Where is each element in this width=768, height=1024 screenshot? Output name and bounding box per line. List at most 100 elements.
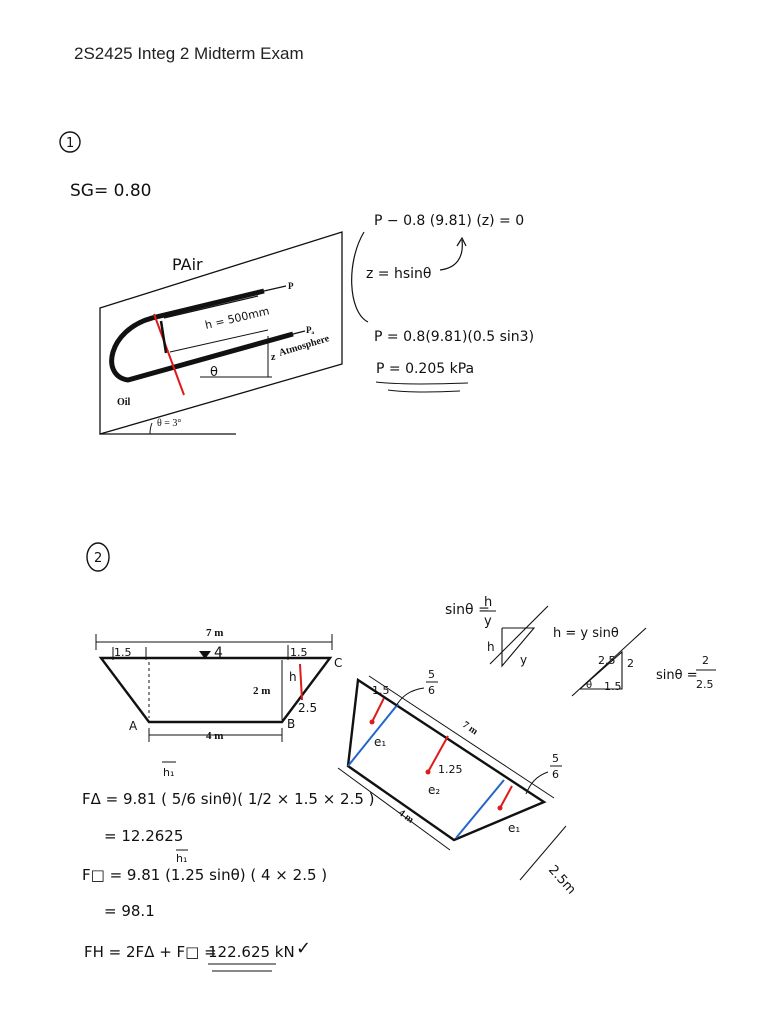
red-h-line bbox=[299, 663, 303, 701]
surface-outline bbox=[346, 677, 547, 842]
red-arrow-2 bbox=[427, 735, 449, 773]
dim-7m-incl: 7 m bbox=[460, 719, 480, 737]
problem2-calculations: h₁ FΔ = 9.81 ( 5/6 sinθ)( 1/2 × 1.5 × 2.… bbox=[82, 761, 375, 972]
ratio-triangle bbox=[579, 650, 623, 690]
incl-1.25: 1.25 bbox=[438, 763, 463, 776]
label-theta-small: θ bbox=[210, 365, 218, 380]
blue-line-right bbox=[455, 779, 505, 839]
page-title: 2S2425 Integ 2 Midterm Exam bbox=[74, 44, 304, 63]
problem2-number-circle bbox=[86, 542, 110, 572]
work-arrow-head bbox=[456, 236, 467, 247]
problem1-number-circle bbox=[59, 131, 81, 153]
ratio-2: 2 bbox=[627, 657, 634, 670]
theta-arc bbox=[149, 422, 153, 435]
label-oil: Oil bbox=[117, 397, 131, 408]
seven-m-dim bbox=[368, 675, 555, 799]
sin-theta-notes: sinθ = h y h y h = y sinθ 2.5 2 1.5 θ si… bbox=[445, 595, 716, 697]
dim-7m: 7 m bbox=[206, 627, 223, 639]
trap-left-1.5: 1.5 bbox=[114, 646, 132, 659]
pa-arrow-line bbox=[292, 330, 306, 335]
ratio-1.5: 1.5 bbox=[604, 680, 622, 693]
red-arrow-3 bbox=[499, 785, 513, 809]
calc-line5: FH = 2FΔ + F□ = bbox=[84, 943, 217, 961]
red-level-line bbox=[153, 313, 185, 396]
check-mark: ✓ bbox=[296, 938, 311, 959]
frac-5b: 5 bbox=[552, 752, 559, 765]
red-arrow-1 bbox=[371, 697, 385, 723]
calc-line3: F□ = 9.81 (1.25 sinθ) ( 4 × 2.5 ) bbox=[82, 866, 327, 884]
incl-e1: e₁ bbox=[374, 735, 386, 749]
p-arrow-line bbox=[263, 285, 287, 292]
work-eq2: z = hsinθ bbox=[366, 266, 431, 282]
work-arrow bbox=[439, 239, 463, 271]
channel-outline bbox=[98, 656, 333, 724]
problem2-number: 2 bbox=[94, 551, 102, 566]
sin-sketch-triangle bbox=[501, 627, 536, 668]
frac-6b: 6 bbox=[552, 768, 559, 781]
answer-underline-2 bbox=[387, 389, 461, 393]
problem1-work: P − 0.8 (9.81) (z) = 0 z = hsinθ P = 0.8… bbox=[351, 213, 534, 393]
inclined-surface: 7 m 4 m 2.5m 1.5 1.25 e₁ e₂ e₁ 5 6 5 6 bbox=[337, 668, 578, 898]
calc-result: 122.625 kN bbox=[208, 943, 295, 961]
calc-line4: = 98.1 bbox=[104, 902, 155, 920]
label-p-air: PAir bbox=[172, 255, 203, 274]
manometer-tube bbox=[109, 288, 294, 383]
ratio-theta: θ bbox=[586, 680, 592, 691]
trap-b: B bbox=[287, 717, 295, 731]
sin-den: 2.5 bbox=[696, 678, 714, 691]
sin-num: 2 bbox=[702, 654, 709, 667]
incl-e1b: e₁ bbox=[508, 821, 520, 835]
trap-mid-4: 4 bbox=[214, 645, 223, 661]
h-relation: h = y sinθ bbox=[553, 626, 619, 641]
sin-def: sinθ = bbox=[445, 602, 490, 618]
sin-sketch-y: y bbox=[520, 653, 527, 667]
incl-e2: e₂ bbox=[428, 783, 440, 797]
sin-value: sinθ = bbox=[656, 668, 698, 683]
h-dimension bbox=[169, 329, 269, 353]
four-m-dim bbox=[337, 767, 451, 851]
sin-def-ybar: y bbox=[484, 614, 492, 629]
problem1: 1 SG= 0.80 P Pₐ Atmosphere h = 500mm z θ bbox=[59, 131, 534, 435]
tube-inner-upper bbox=[163, 295, 259, 319]
calc-h1: h₁ bbox=[163, 766, 174, 779]
incl-1.5: 1.5 bbox=[372, 684, 390, 697]
trapezoid-section: 7 m 4 1.5 1.5 2 m h 2.5 C A B 4 m bbox=[95, 627, 342, 742]
work-eq3: P = 0.8(9.81)(0.5 sin3) bbox=[374, 329, 534, 345]
tube-inner-lower bbox=[185, 335, 291, 363]
sin-def-hbar: h bbox=[484, 595, 492, 610]
frac-5: 5 bbox=[428, 668, 435, 681]
frac-6: 6 bbox=[428, 684, 435, 697]
trap-right-1.5: 1.5 bbox=[290, 646, 308, 659]
trap-2m: 2 m bbox=[253, 685, 270, 697]
calc-h1b: h₁ bbox=[176, 852, 187, 865]
label-h: h = 500mm bbox=[204, 304, 271, 331]
calc-line1: FΔ = 9.81 ( 5/6 sinθ)( 1/2 × 1.5 × 2.5 ) bbox=[82, 790, 375, 808]
trap-c: C bbox=[334, 656, 342, 670]
label-pa: Pₐ bbox=[306, 325, 314, 335]
work-answer: P = 0.205 kPa bbox=[376, 361, 474, 377]
liquid-level-mark bbox=[159, 320, 168, 354]
problem1-given-sg: SG= 0.80 bbox=[70, 181, 151, 201]
water-surface-marker bbox=[199, 651, 211, 659]
trap-h-label: h bbox=[289, 670, 297, 684]
manometer-figure: P Pₐ Atmosphere h = 500mm z θ Oil θ = 3°… bbox=[99, 231, 343, 435]
dim-2.5m: 2.5m bbox=[545, 863, 578, 898]
problem1-number: 1 bbox=[66, 136, 74, 151]
label-z: z bbox=[271, 352, 276, 363]
inclined-plane bbox=[99, 231, 343, 435]
trap-a: A bbox=[129, 719, 138, 733]
answer-underline-1 bbox=[375, 381, 469, 385]
sin-sketch-h: h bbox=[487, 640, 495, 654]
label-p: P bbox=[288, 281, 294, 291]
work-brace bbox=[351, 231, 369, 323]
calc-line2: = 12.2625 bbox=[104, 827, 183, 845]
label-theta-3: θ = 3° bbox=[157, 418, 181, 429]
dim-4m: 4 m bbox=[206, 730, 223, 742]
ratio-2.5: 2.5 bbox=[598, 654, 616, 667]
work-eq1: P − 0.8 (9.81) (z) = 0 bbox=[374, 213, 524, 229]
depth-dim bbox=[519, 825, 567, 881]
problem2: 2 7 m 4 1.5 1.5 2 m h 2.5 C A B bbox=[82, 542, 716, 972]
trap-side-2.5: 2.5 bbox=[298, 701, 317, 715]
blue-line-left bbox=[347, 703, 399, 767]
